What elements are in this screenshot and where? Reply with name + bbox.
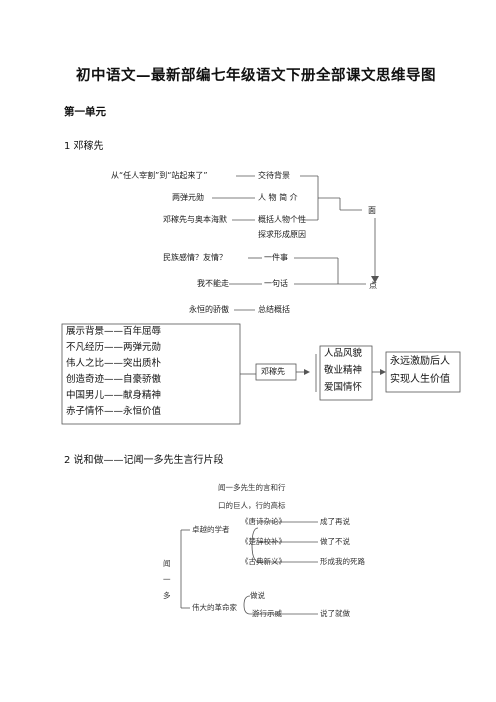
lesson2-branch-1: 卓越的学者 [192, 525, 230, 534]
lesson2-root-3: 多 [163, 591, 171, 600]
diagram-a-mid-2: 人 物 简 介 [258, 193, 298, 202]
lesson2-root-1: 闻 [163, 559, 171, 568]
lesson2-action-1: 做说 [250, 591, 265, 600]
diagram-a-left-2: 两弹元勋 [172, 193, 204, 202]
diagram-b-mid-3: 爱国情怀 [324, 382, 363, 393]
lesson2-top-2: 口的巨人，行的高标 [218, 501, 286, 510]
diagram-a-mid-7: 总结概括 [258, 305, 290, 314]
diagram-a-mid-4: 探求形成原因 [258, 230, 306, 239]
diagram-b-mid-2: 敬业精神 [324, 365, 363, 376]
lesson2-root-2: 一 [163, 575, 171, 584]
lesson2-branch-2: 伟大的革命家 [192, 603, 237, 612]
document-title: 初中语文—最新部编七年级语文下册全部课文思维导图 [76, 68, 436, 84]
diagram-a-left-6: 永恒的骄傲 [189, 305, 229, 314]
diagram-b-left-2: 不凡经历——两弹元勋 [66, 342, 162, 353]
diagram-a-mid-1: 交待背景 [258, 171, 290, 180]
lesson-1-title: 1 邓稼先 [64, 141, 104, 152]
lesson2-result-2: 做了不说 [320, 537, 350, 546]
diagram-a-right-face: 面 [368, 206, 376, 215]
diagram-b-left-3: 伟人之比——突出质朴 [66, 358, 162, 369]
diagram-b-right-1: 永远激励后人 [390, 356, 450, 367]
lesson2-work-3: 《古典新义》 [241, 557, 286, 566]
diagram-b-center: 邓稼先 [261, 367, 285, 376]
lesson2-work-1: 《唐诗杂论》 [241, 517, 286, 526]
lesson2-action-result: 说了就做 [320, 609, 350, 618]
unit-heading: 第一单元 [64, 106, 106, 118]
lesson2-result-3: 形成我的死路 [320, 557, 365, 566]
lesson2-result-1: 成了再说 [320, 517, 350, 526]
diagram-b-mid-1: 人品风貌 [324, 348, 363, 359]
diagram-b-left-1: 展示背景——百年屈辱 [66, 326, 162, 337]
diagram-a-mid-3: 概括人物个性 [258, 215, 306, 224]
diagram-b-left-4: 创造奇迹——自豪骄傲 [66, 374, 162, 385]
diagram-a-mid-6: 一句话 [264, 279, 288, 288]
diagram-a-left-1: 从“任人宰割”到“站起来了” [111, 171, 208, 180]
diagram-a-left-3: 邓稼先与奥本海默 [163, 215, 227, 224]
diagram-a-left-4: 民族感情？友情？ [163, 253, 227, 262]
diagram-b-right-2: 实现人生价值 [390, 374, 450, 385]
diagram-a-right-point: 点 [369, 281, 377, 290]
diagram-b-left-6: 赤子情怀——永恒价值 [66, 406, 162, 417]
diagram-b-left-5: 中国男儿——献身精神 [66, 390, 162, 401]
lesson-2-title: 2 说和做——记闻一多先生言行片段 [64, 455, 224, 466]
lesson2-top-1: 闻一多先生的言和行 [218, 483, 286, 492]
lesson2-action-2: 游行示威 [252, 609, 282, 618]
lesson2-work-2: 《楚辞校补》 [241, 537, 286, 546]
diagram-a-mid-5: 一件事 [264, 253, 288, 262]
diagram-a-left-5: 我不能走 [197, 279, 229, 288]
